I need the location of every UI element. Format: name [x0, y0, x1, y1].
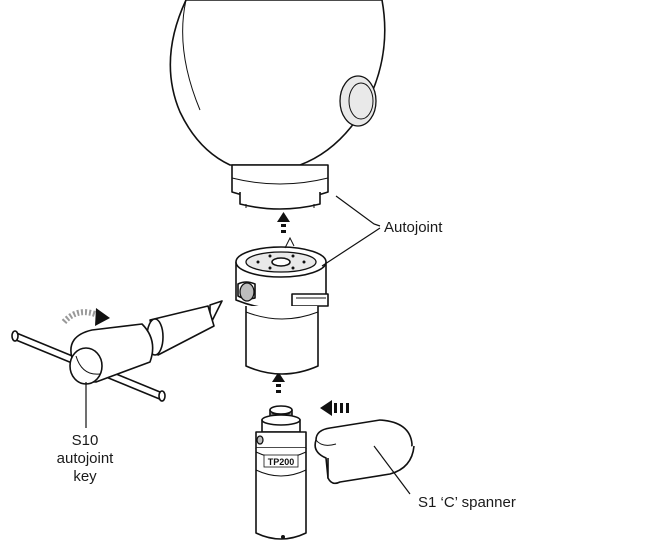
s10-key-label: S10 autojoint key	[40, 432, 130, 486]
s1-c-spanner	[314, 419, 415, 485]
tp200-marking: TP200	[268, 457, 295, 467]
s1-spanner-label: S1 ‘C’ spanner	[418, 494, 516, 511]
probe-head	[169, 0, 386, 210]
stylus-tip	[281, 535, 285, 539]
arrow-left-icon	[320, 400, 349, 416]
s10-key-label-line1: S10	[71, 432, 99, 449]
arrow-up-icon	[272, 372, 285, 393]
s10-key-label-line2: autojoint	[56, 450, 114, 467]
s10-key-label-line3: key	[73, 468, 97, 485]
arrow-up-icon	[277, 212, 290, 233]
autojoint-label: Autojoint	[384, 219, 443, 236]
tp200-probe: TP200	[255, 405, 307, 540]
leader-lines	[85, 195, 411, 495]
s10-autojoint-key	[11, 300, 223, 402]
curved-arrow-icon	[61, 308, 110, 326]
autojoint-body	[235, 236, 329, 375]
head-window	[339, 75, 377, 127]
